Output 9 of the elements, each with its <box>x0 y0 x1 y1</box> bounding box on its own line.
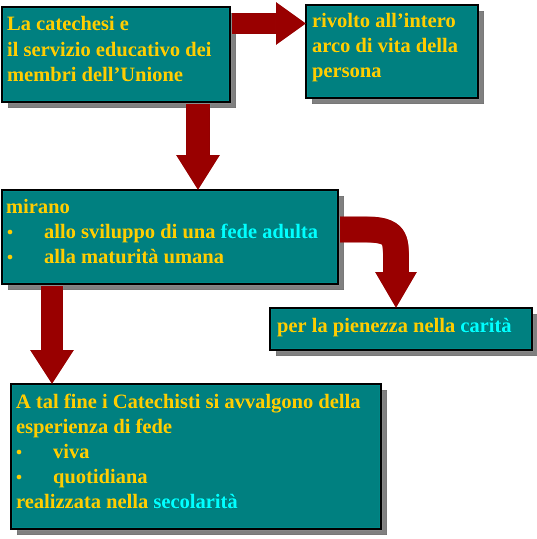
block-arrow <box>232 2 306 45</box>
process-box: per la pienezza nella carità <box>269 307 537 356</box>
block-arrow <box>340 216 417 308</box>
process-box: rivolto all’intero arco di vita della persona <box>305 4 484 104</box>
process-box: La catechesi e il servizio educativo dei membri dell’Unione <box>1 6 236 108</box>
block-arrow <box>30 286 74 384</box>
block-arrow <box>176 104 220 190</box>
process-box: A tal fine i Catechisti si avvalgono della esperienza di fede viva quotidiana realizzata nella secolarità <box>10 383 387 535</box>
process-box: mirano allo sviluppo di una fede adulta alla maturità umana <box>1 189 344 290</box>
